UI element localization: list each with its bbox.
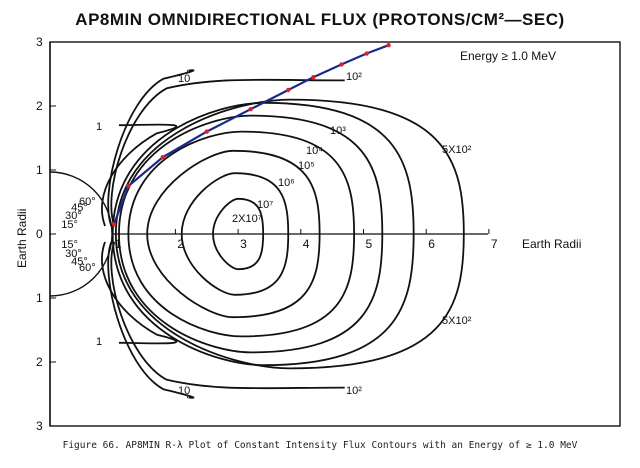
contour-label: 5X10²	[442, 144, 472, 156]
contour-1	[180, 172, 290, 296]
annotation-energy: Energy ≥ 1.0 MeV	[460, 49, 556, 63]
x-tick-label: 7	[491, 237, 498, 251]
field-line-point	[364, 51, 369, 56]
contour-3	[127, 130, 355, 338]
x-tick-label: 6	[428, 237, 435, 251]
y-tick-label: 1	[36, 291, 43, 305]
contour-open-0-upper	[110, 78, 345, 227]
field-line-point	[111, 222, 117, 227]
field-line-point	[248, 107, 253, 112]
latitude-label: 60°	[79, 196, 96, 208]
contour-open-0-lower	[110, 241, 345, 390]
field-line-point	[160, 155, 166, 160]
figure-caption: Figure 66. AP8MIN R-λ Plot of Constant I…	[62, 440, 578, 451]
contour-label: 10⁴	[306, 145, 323, 157]
x-tick-label: 4	[303, 237, 310, 251]
x-tick-label: 1	[115, 237, 122, 251]
latitude-label: 15°	[61, 239, 78, 251]
contour-label: 1	[96, 121, 102, 133]
contour-label: 10	[178, 385, 190, 397]
contour-open-1-upper	[107, 69, 195, 227]
latitude-label: 30°	[65, 248, 82, 260]
contour-label: 2X10⁷	[232, 213, 262, 225]
field-line	[112, 44, 389, 225]
y-tick-label: 3	[36, 35, 43, 49]
contour-open-1-lower	[107, 241, 195, 399]
contour-5	[111, 101, 415, 367]
x-tick-label: 2	[177, 237, 184, 251]
y-tick-label: 1	[36, 163, 43, 177]
contour-6	[114, 98, 465, 370]
contour-0	[212, 197, 265, 271]
y-axis-label: Earth Radii	[15, 209, 29, 268]
contour-label: 10²	[346, 71, 362, 83]
y-tick-label: 0	[36, 227, 43, 241]
contour-label: 10⁷	[257, 199, 273, 211]
latitude-label: 45°	[71, 202, 88, 214]
contour-label: 10	[178, 73, 190, 85]
field-line-point	[386, 43, 391, 48]
x-axis-label: Earth Radii	[522, 237, 581, 251]
latitude-label: 30°	[65, 210, 82, 222]
field-line-point	[126, 183, 131, 189]
contour-label: 10²	[346, 385, 362, 397]
contour-2	[146, 149, 321, 319]
y-tick-label: 3	[36, 419, 43, 433]
contour-label: 10⁶	[278, 177, 295, 189]
y-tick-label: 2	[36, 355, 43, 369]
latitude-label: 15°	[61, 219, 78, 231]
latitude-label: 60°	[79, 262, 96, 274]
field-line-point	[339, 62, 344, 67]
field-line-point	[311, 75, 316, 80]
contour-label: 10³	[330, 125, 346, 137]
latitude-label: 45°	[71, 256, 88, 268]
chart-title: AP8MIN OMNIDIRECTIONAL FLUX (PROTONS/CM²…	[75, 10, 565, 29]
contour-open-2-lower	[101, 241, 178, 345]
contour-label: 10⁵	[298, 160, 315, 172]
contour-open-2-upper	[101, 123, 178, 227]
y-tick-label: 2	[36, 99, 43, 113]
field-line-point	[286, 87, 291, 93]
contour-label: 1	[96, 336, 102, 348]
contour-4	[118, 114, 384, 354]
contour-label: 5X10²	[442, 315, 472, 327]
x-tick-label: 5	[366, 237, 373, 251]
field-line-point	[204, 129, 209, 134]
x-tick-label: 3	[240, 237, 247, 251]
